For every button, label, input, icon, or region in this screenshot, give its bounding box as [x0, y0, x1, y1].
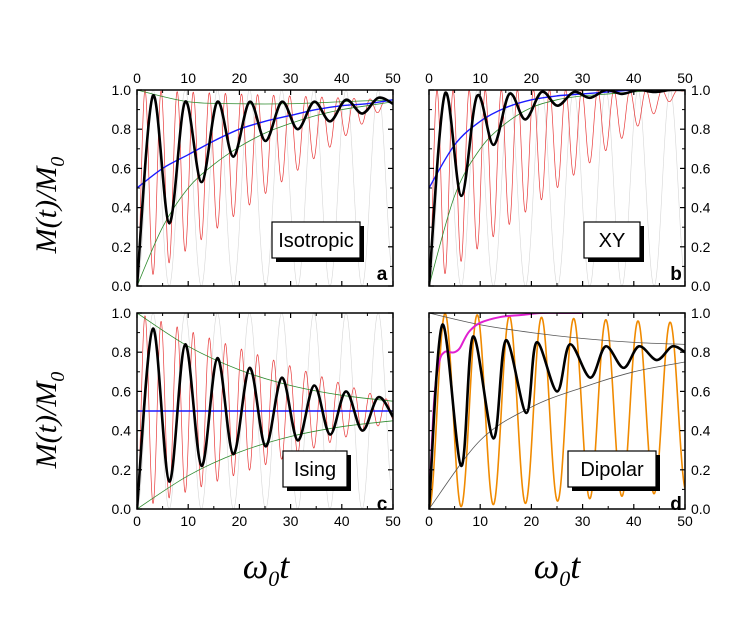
model-label: Isotropic: [278, 230, 354, 252]
y-tick-label: 0.4: [112, 200, 132, 216]
y-tick-label: 0.4: [112, 423, 132, 439]
x-tick-label: 50: [677, 70, 693, 86]
ylabel-bottom: M(t)/M0: [30, 372, 69, 470]
series-magnetization: [137, 94, 393, 286]
x-tick-label: 10: [472, 513, 488, 529]
x-tick-label: 10: [180, 70, 196, 86]
x-tick-label: 10: [472, 70, 488, 86]
x-tick-label: 20: [524, 70, 540, 86]
x-tick-label: 50: [677, 513, 693, 529]
series-lower-envelope: [137, 101, 393, 286]
y-tick-label: 0.4: [691, 423, 711, 439]
series-magnetization: [429, 90, 685, 286]
label-box: [567, 450, 657, 488]
x-tick-label: 0: [133, 70, 141, 86]
x-tick-label: 20: [232, 513, 248, 529]
x-tick-label: 10: [180, 513, 196, 529]
panel-letter: c: [377, 494, 388, 515]
panel-letter: a: [377, 264, 388, 285]
y-tick-label: 1.0: [112, 305, 132, 321]
y-tick-label: 0.4: [691, 200, 711, 216]
y-tick-label: 0.8: [691, 121, 711, 137]
label-box: [583, 221, 641, 259]
y-tick-label: 0.0: [112, 278, 132, 294]
series-grey-reference: [429, 90, 685, 286]
y-tick-label: 0.6: [691, 160, 711, 176]
y-tick-label: 0.6: [112, 160, 132, 176]
series-red-reference: [429, 90, 685, 286]
xlabel-left: ω0t: [243, 546, 290, 591]
y-tick-label: 0.2: [112, 239, 132, 255]
y-tick-label: 0.6: [112, 383, 132, 399]
x-tick-label: 30: [283, 513, 299, 529]
plot-area: [429, 90, 685, 286]
y-tick-label: 1.0: [112, 82, 132, 98]
series-lower-envelope: [429, 90, 685, 286]
x-tick-label: 40: [626, 513, 642, 529]
series-upper-envelope: [429, 313, 685, 345]
label-box: [282, 450, 348, 488]
x-tick-label: 0: [425, 513, 433, 529]
x-tick-label: 40: [626, 70, 642, 86]
model-label: XY: [599, 230, 626, 252]
x-tick-label: 40: [334, 513, 350, 529]
series-red-reference: [137, 315, 393, 509]
x-tick-label: 40: [334, 70, 350, 86]
plot-area: [137, 313, 393, 509]
model-label: Dipolar: [580, 459, 644, 481]
series-upper-envelope: [137, 90, 393, 105]
series-average: [137, 99, 393, 189]
plot-frame: [428, 89, 686, 287]
y-tick-label: 0.0: [112, 501, 132, 517]
x-tick-label: 0: [425, 70, 433, 86]
panel-c: 0.0 0.2 0.4 0.6 0.8 1.0 0 10 20 30 40 50 Ising c: [112, 305, 401, 529]
x-tick-label: 20: [524, 513, 540, 529]
series-lower-envelope: [429, 361, 685, 509]
series-upper-envelope: [137, 313, 393, 402]
y-tick-label: 0.0: [691, 501, 711, 517]
series-magnetization: [137, 327, 393, 509]
x-tick-label: 30: [575, 513, 591, 529]
panel-letter: d: [670, 494, 682, 515]
x-tick-label: 50: [385, 70, 401, 86]
y-tick-label: 0.2: [112, 462, 132, 478]
x-tick-label: 30: [283, 70, 299, 86]
series-magnetization: [429, 323, 685, 509]
plot-area: [137, 90, 393, 286]
x-tick-label: 20: [232, 70, 248, 86]
ylabel-top: M(t)/M0: [30, 157, 69, 255]
y-tick-label: 1.0: [691, 305, 711, 321]
series-orange-oscillation: [429, 313, 685, 509]
label-box: [271, 221, 361, 259]
y-tick-label: 0.8: [691, 344, 711, 360]
y-tick-label: 0.6: [691, 383, 711, 399]
y-tick-label: 0.2: [691, 239, 711, 255]
x-tick-label: 50: [385, 513, 401, 529]
x-tick-label: 30: [575, 70, 591, 86]
y-tick-label: 0.2: [691, 462, 711, 478]
y-tick-label: 0.8: [112, 344, 132, 360]
xlabel-right: ω0t: [534, 546, 581, 591]
y-tick-label: 0.8: [112, 121, 132, 137]
y-tick-label: 0.0: [691, 278, 711, 294]
x-tick-label: 0: [133, 513, 141, 529]
y-tick-label: 1.0: [691, 82, 711, 98]
panel-d: 0.0 0.2 0.4 0.6 0.8 1.0 0 10 20 30 40 50 Dipolar d: [425, 305, 711, 529]
panel-letter: b: [670, 264, 682, 285]
model-label: Ising: [294, 459, 336, 481]
